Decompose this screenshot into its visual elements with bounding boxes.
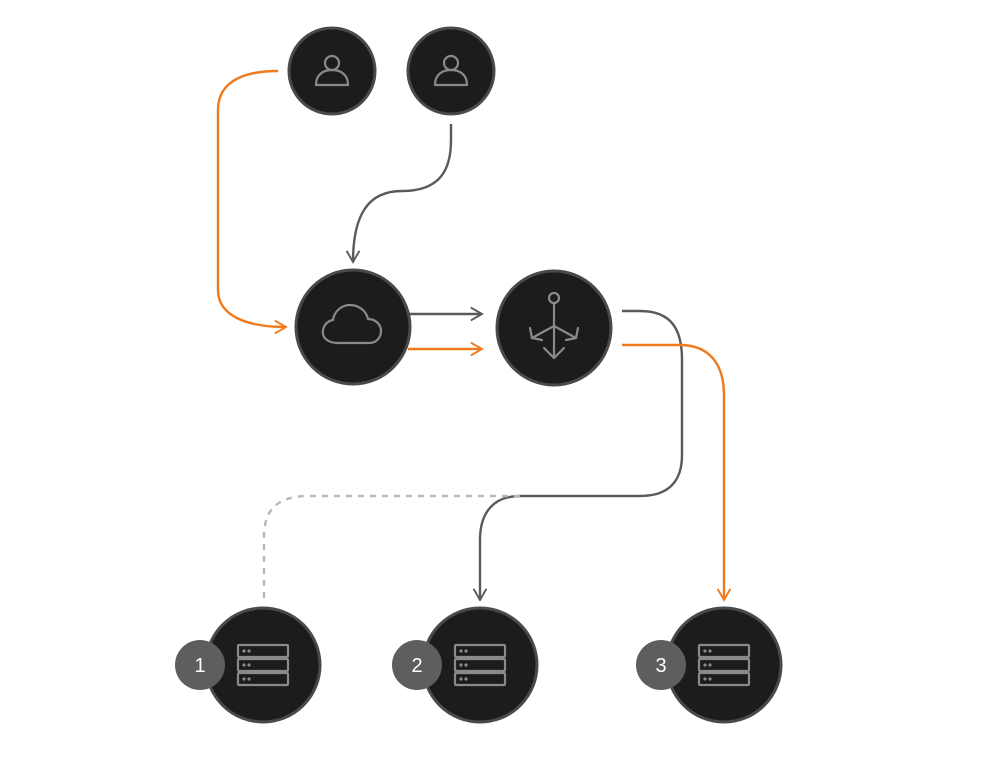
- server-icon: [236, 643, 290, 687]
- server-icon: [697, 643, 751, 687]
- cloud-icon: [321, 303, 383, 345]
- connector-balancer-to-server2: [472, 309, 684, 602]
- user-icon: [433, 54, 469, 87]
- connections: [216, 69, 732, 602]
- connector-balancer-to-server3: [622, 343, 732, 602]
- connector-server1-inactive: [262, 494, 520, 598]
- server-badge-2: 2: [392, 640, 442, 690]
- cloud-node[interactable]: [294, 268, 412, 386]
- load-balancer-icon: [528, 291, 580, 360]
- server-node-1[interactable]: 1: [175, 606, 322, 724]
- server-badge-1: 1: [175, 640, 225, 690]
- server-badge-label: 3: [655, 655, 666, 677]
- server-icon: [453, 643, 507, 687]
- connector-user2-to-cloud: [345, 124, 453, 264]
- server-node-2[interactable]: 2: [392, 606, 539, 724]
- user-icon: [314, 54, 350, 87]
- load-balancer-node[interactable]: [495, 269, 613, 387]
- server-node-3[interactable]: 3: [636, 606, 783, 724]
- server-badge-3: 3: [636, 640, 686, 690]
- user-node-2[interactable]: [406, 26, 496, 116]
- connector-user1-to-cloud: [216, 69, 288, 335]
- server-badge-label: 1: [194, 655, 205, 677]
- server-badge-label: 2: [411, 655, 422, 677]
- user-node-1[interactable]: [287, 26, 377, 116]
